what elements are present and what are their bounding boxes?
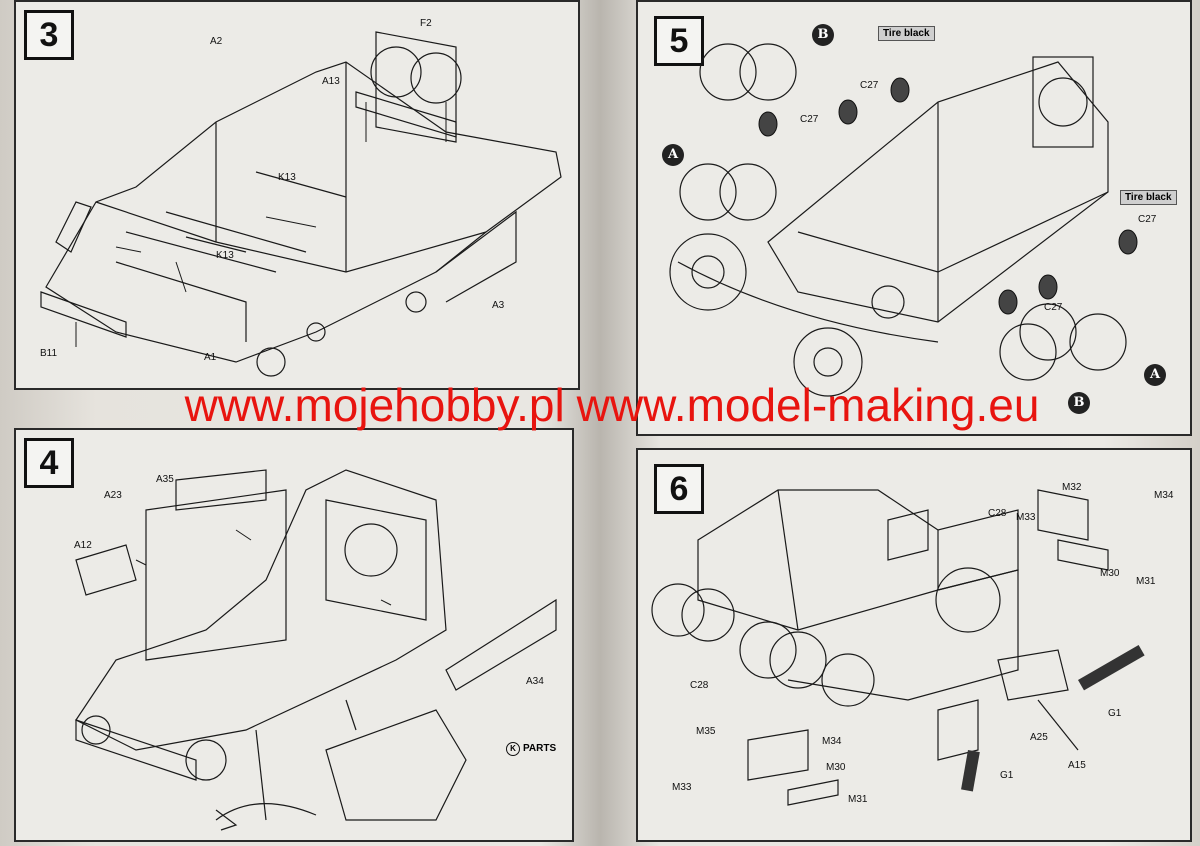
label-k13-lower: K13 [216,250,234,261]
label-m30: M30 [826,762,846,773]
label-c28: C28 [690,680,709,691]
label-m33: M33 [1016,512,1036,523]
watermark-left: www.mojehobby.pl [184,379,565,431]
step-number: 4 [24,438,74,488]
label-m35: M35 [696,726,716,737]
step-5-panel: 5 Tire black Tire b [636,0,1192,436]
label-m32: M32 [1062,482,1082,493]
label-b11: B11 [40,348,58,359]
label-tire-black-upper: Tire black [878,26,935,41]
label-a25: A25 [1030,732,1048,743]
marker-a: A [662,144,684,166]
step-6-drawing [651,489,1145,806]
parts-k-icon: K [506,742,520,756]
label-m30: M30 [1100,568,1120,579]
step-number: 5 [654,16,704,66]
step-5-drawing [669,43,1138,397]
step-4-drawing [75,469,557,831]
step-3-panel: 3 [14,0,580,390]
label-a2: A2 [210,36,223,47]
label-m33: M33 [672,782,692,793]
label-c27: C27 [1044,302,1063,313]
label-a3: A3 [492,300,505,311]
label-k13-upper: K13 [278,172,296,183]
label-m31: M31 [1136,576,1156,587]
label-c27: C27 [860,80,879,91]
step-3-drawing [40,31,562,377]
step-number: 6 [654,464,704,514]
label-m34: M34 [1154,490,1174,501]
marker-b: B [812,24,834,46]
label-c27: C27 [800,114,819,125]
step-number: 3 [24,10,74,60]
label-g1: G1 [1000,770,1014,781]
label-a15: A15 [1068,760,1086,771]
label-f2: F2 [420,18,432,29]
watermark-right: www.model-making.eu [576,379,1040,431]
label-a23: A23 [104,490,122,501]
label-a34: A34 [526,676,544,687]
label-a13: A13 [322,76,340,87]
parts-text: PARTS [523,743,557,754]
label-m34: M34 [822,736,842,747]
label-a35: A35 [156,474,174,485]
label-g1: G1 [1108,708,1122,719]
label-c28: C28 [988,508,1007,519]
step-4-panel: 4 A35 A23 A12 [14,428,574,842]
label-a12: A12 [74,540,92,551]
label-tire-black-lower: Tire black [1120,190,1177,205]
label-a1: A1 [204,352,217,363]
label-c27: C27 [1138,214,1157,225]
step-6-panel: 6 C28 [636,448,1192,842]
marker-b: B [1068,392,1090,414]
label-m31: M31 [848,794,868,805]
marker-a: A [1144,364,1166,386]
